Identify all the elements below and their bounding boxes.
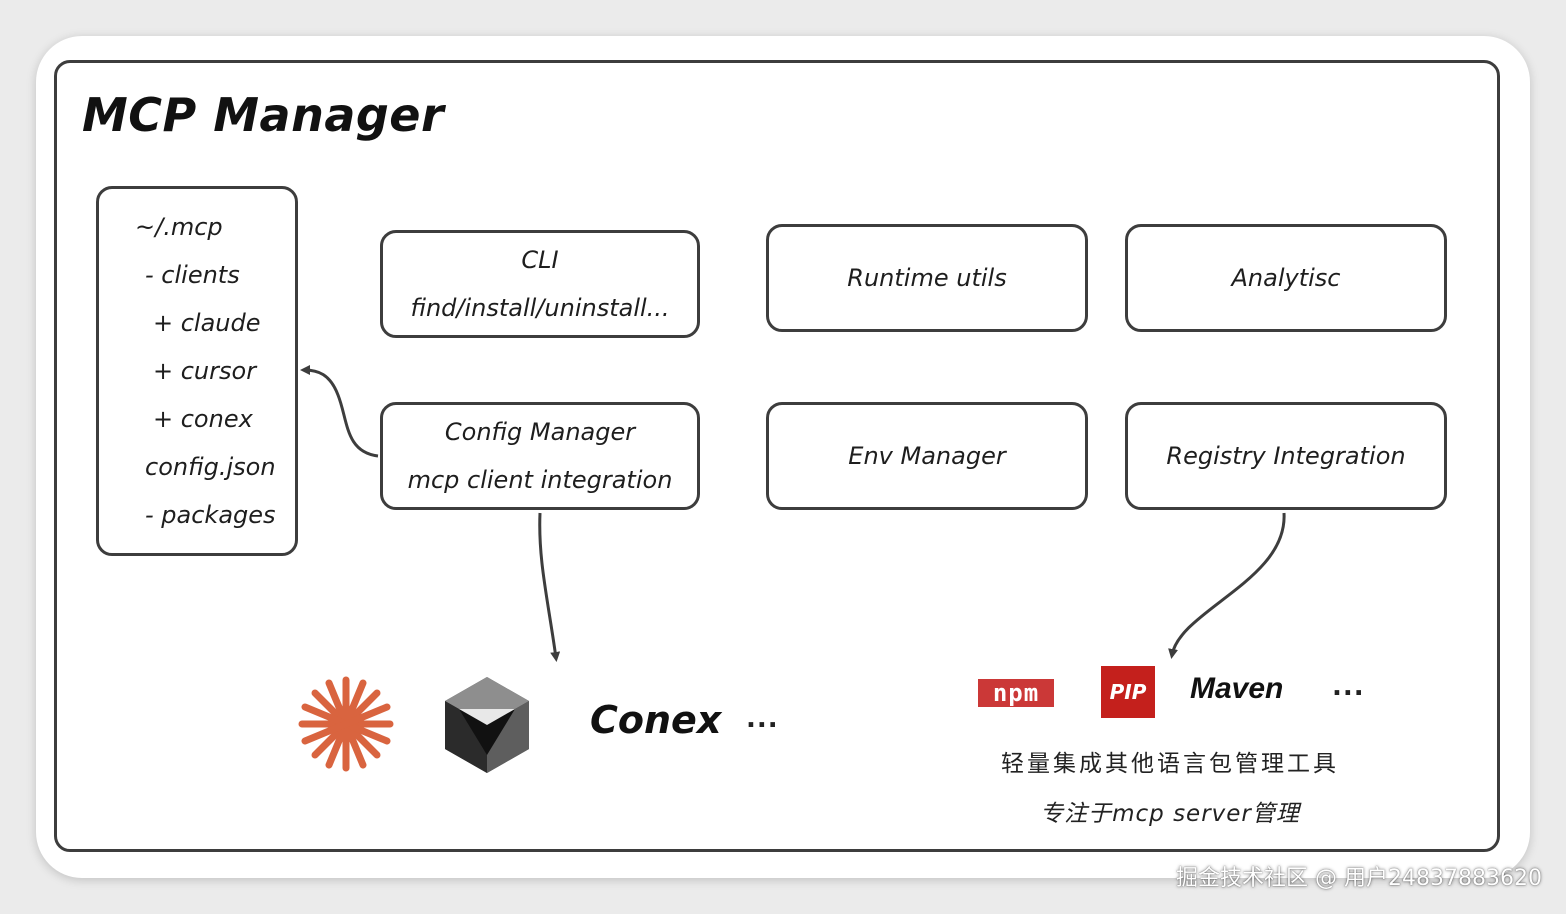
runtime-utils-box: Runtime utils [766, 224, 1088, 332]
config-to-tree-arrow [300, 365, 379, 458]
conex-label: Conex [590, 698, 722, 742]
cli-module-box: CLI find/install/uninstall... [380, 230, 700, 338]
config-manager-box: Config Manager mcp client integration [380, 402, 700, 510]
analytics-label: Analytisc [1231, 264, 1341, 292]
cli-commands: find/install/uninstall... [410, 294, 670, 322]
cli-title: CLI [521, 246, 559, 274]
runtime-utils-label: Runtime utils [847, 264, 1007, 292]
clients-ellipsis: ... [746, 704, 779, 734]
tree-conex: + conex [153, 405, 253, 433]
registry-to-package-managers-arrow [1168, 512, 1286, 659]
registry-note-line2: 专注于mcp server管理 [1040, 801, 1300, 827]
pip-logo: PIP [1101, 666, 1155, 718]
maven-logo: Maven [1190, 672, 1284, 705]
watermark: 掘金技术社区 @ 用户24837883620 [1176, 866, 1542, 891]
config-manager-subtitle: mcp client integration [407, 466, 673, 494]
analytics-box: Analytisc [1125, 224, 1447, 332]
env-manager-label: Env Manager [848, 442, 1006, 470]
tree-claude: + claude [153, 309, 261, 337]
registry-integration-box: Registry Integration [1125, 402, 1447, 510]
claude-icon [298, 676, 394, 772]
diagram-frame [54, 60, 1500, 852]
mcp-directory-tree: ~/.mcp - clients + claude + cursor + con… [96, 186, 298, 556]
tree-clients: - clients [145, 261, 240, 289]
config-manager-title: Config Manager [444, 418, 636, 446]
registries-ellipsis: ... [1332, 672, 1365, 702]
tree-cursor: + cursor [153, 357, 257, 385]
npm-logo: npm [978, 679, 1054, 707]
config-to-clients-arrow [538, 512, 561, 662]
tree-config-json: config.json [145, 453, 276, 481]
cursor-icon [445, 677, 529, 773]
tree-packages: - packages [145, 501, 276, 529]
registry-note-line1: 轻量集成其他语言包管理工具 [1001, 751, 1339, 777]
registry-integration-label: Registry Integration [1166, 442, 1406, 470]
tree-root: ~/.mcp [135, 213, 223, 241]
diagram-title: MCP Manager [82, 88, 445, 142]
env-manager-box: Env Manager [766, 402, 1088, 510]
